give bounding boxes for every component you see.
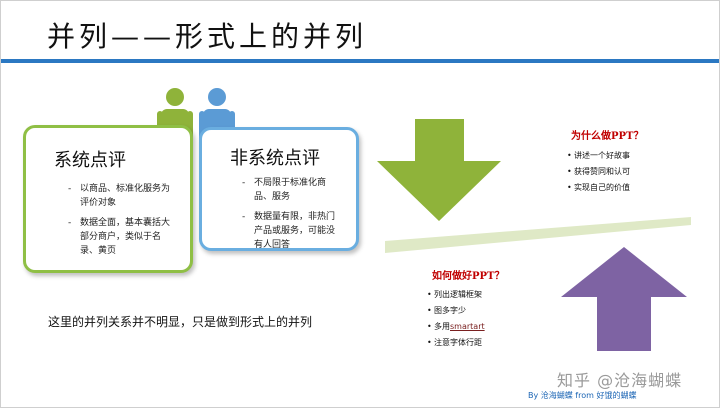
list-item: 以商品、标准化服务为评价对象 — [68, 182, 176, 210]
up-arrow-icon — [561, 247, 687, 351]
explanation-note: 这里的并列关系并不明显，只是做到形式上的并列 — [48, 315, 313, 329]
list-item: 图多字少 — [427, 303, 485, 319]
list-item: 实现自己的价值 — [567, 180, 630, 196]
divider-band — [385, 217, 691, 253]
why-ppt-title: 为什么做PPT？ — [571, 131, 644, 142]
non-system-review-card: 非系统点评 不局限于标准化商品、服务 数据量有限，非热门产品或服务，可能没有人回… — [199, 127, 359, 251]
list-item: 讲述一个好故事 — [567, 148, 630, 164]
byline: By 沧海蝴蝶 from 好饿的蝴蝶 — [528, 391, 637, 400]
list-item: 数据全面，基本囊括大部分商户，类似于名录、黄页 — [68, 216, 176, 258]
list-item: 列出逻辑框架 — [427, 287, 485, 303]
smartart-link[interactable]: smartart — [450, 322, 485, 331]
non-system-review-list: 不局限于标准化商品、服务 数据量有限，非热门产品或服务，可能没有人回答 — [242, 176, 342, 258]
list-item: 注意字体行距 — [427, 335, 485, 351]
list-item-text: 多用 — [434, 322, 450, 331]
how-ppt-list: 列出逻辑框架 图多字少 多用smartart 注意字体行距 — [427, 287, 485, 351]
list-item: 获得赞同和认可 — [567, 164, 630, 180]
system-review-list: 以商品、标准化服务为评价对象 数据全面，基本囊括大部分商户，类似于名录、黄页 — [68, 182, 176, 264]
non-system-review-title: 非系统点评 — [230, 148, 320, 169]
watermark: 知乎 @沧海蝴蝶 — [557, 371, 683, 390]
list-item: 多用smartart — [427, 319, 485, 335]
why-ppt-list: 讲述一个好故事 获得赞同和认可 实现自己的价值 — [567, 148, 630, 196]
system-review-title: 系统点评 — [54, 150, 126, 171]
slide-title: 并列——形式上的并列 — [47, 20, 368, 53]
list-item: 不局限于标准化商品、服务 — [242, 176, 342, 204]
how-ppt-title: 如何做好PPT？ — [432, 271, 505, 282]
system-review-card: 系统点评 以商品、标准化服务为评价对象 数据全面，基本囊括大部分商户，类似于名录… — [23, 125, 193, 273]
down-arrow-icon — [377, 119, 501, 221]
title-underline — [1, 59, 719, 63]
list-item: 数据量有限，非热门产品或服务，可能没有人回答 — [242, 210, 342, 252]
